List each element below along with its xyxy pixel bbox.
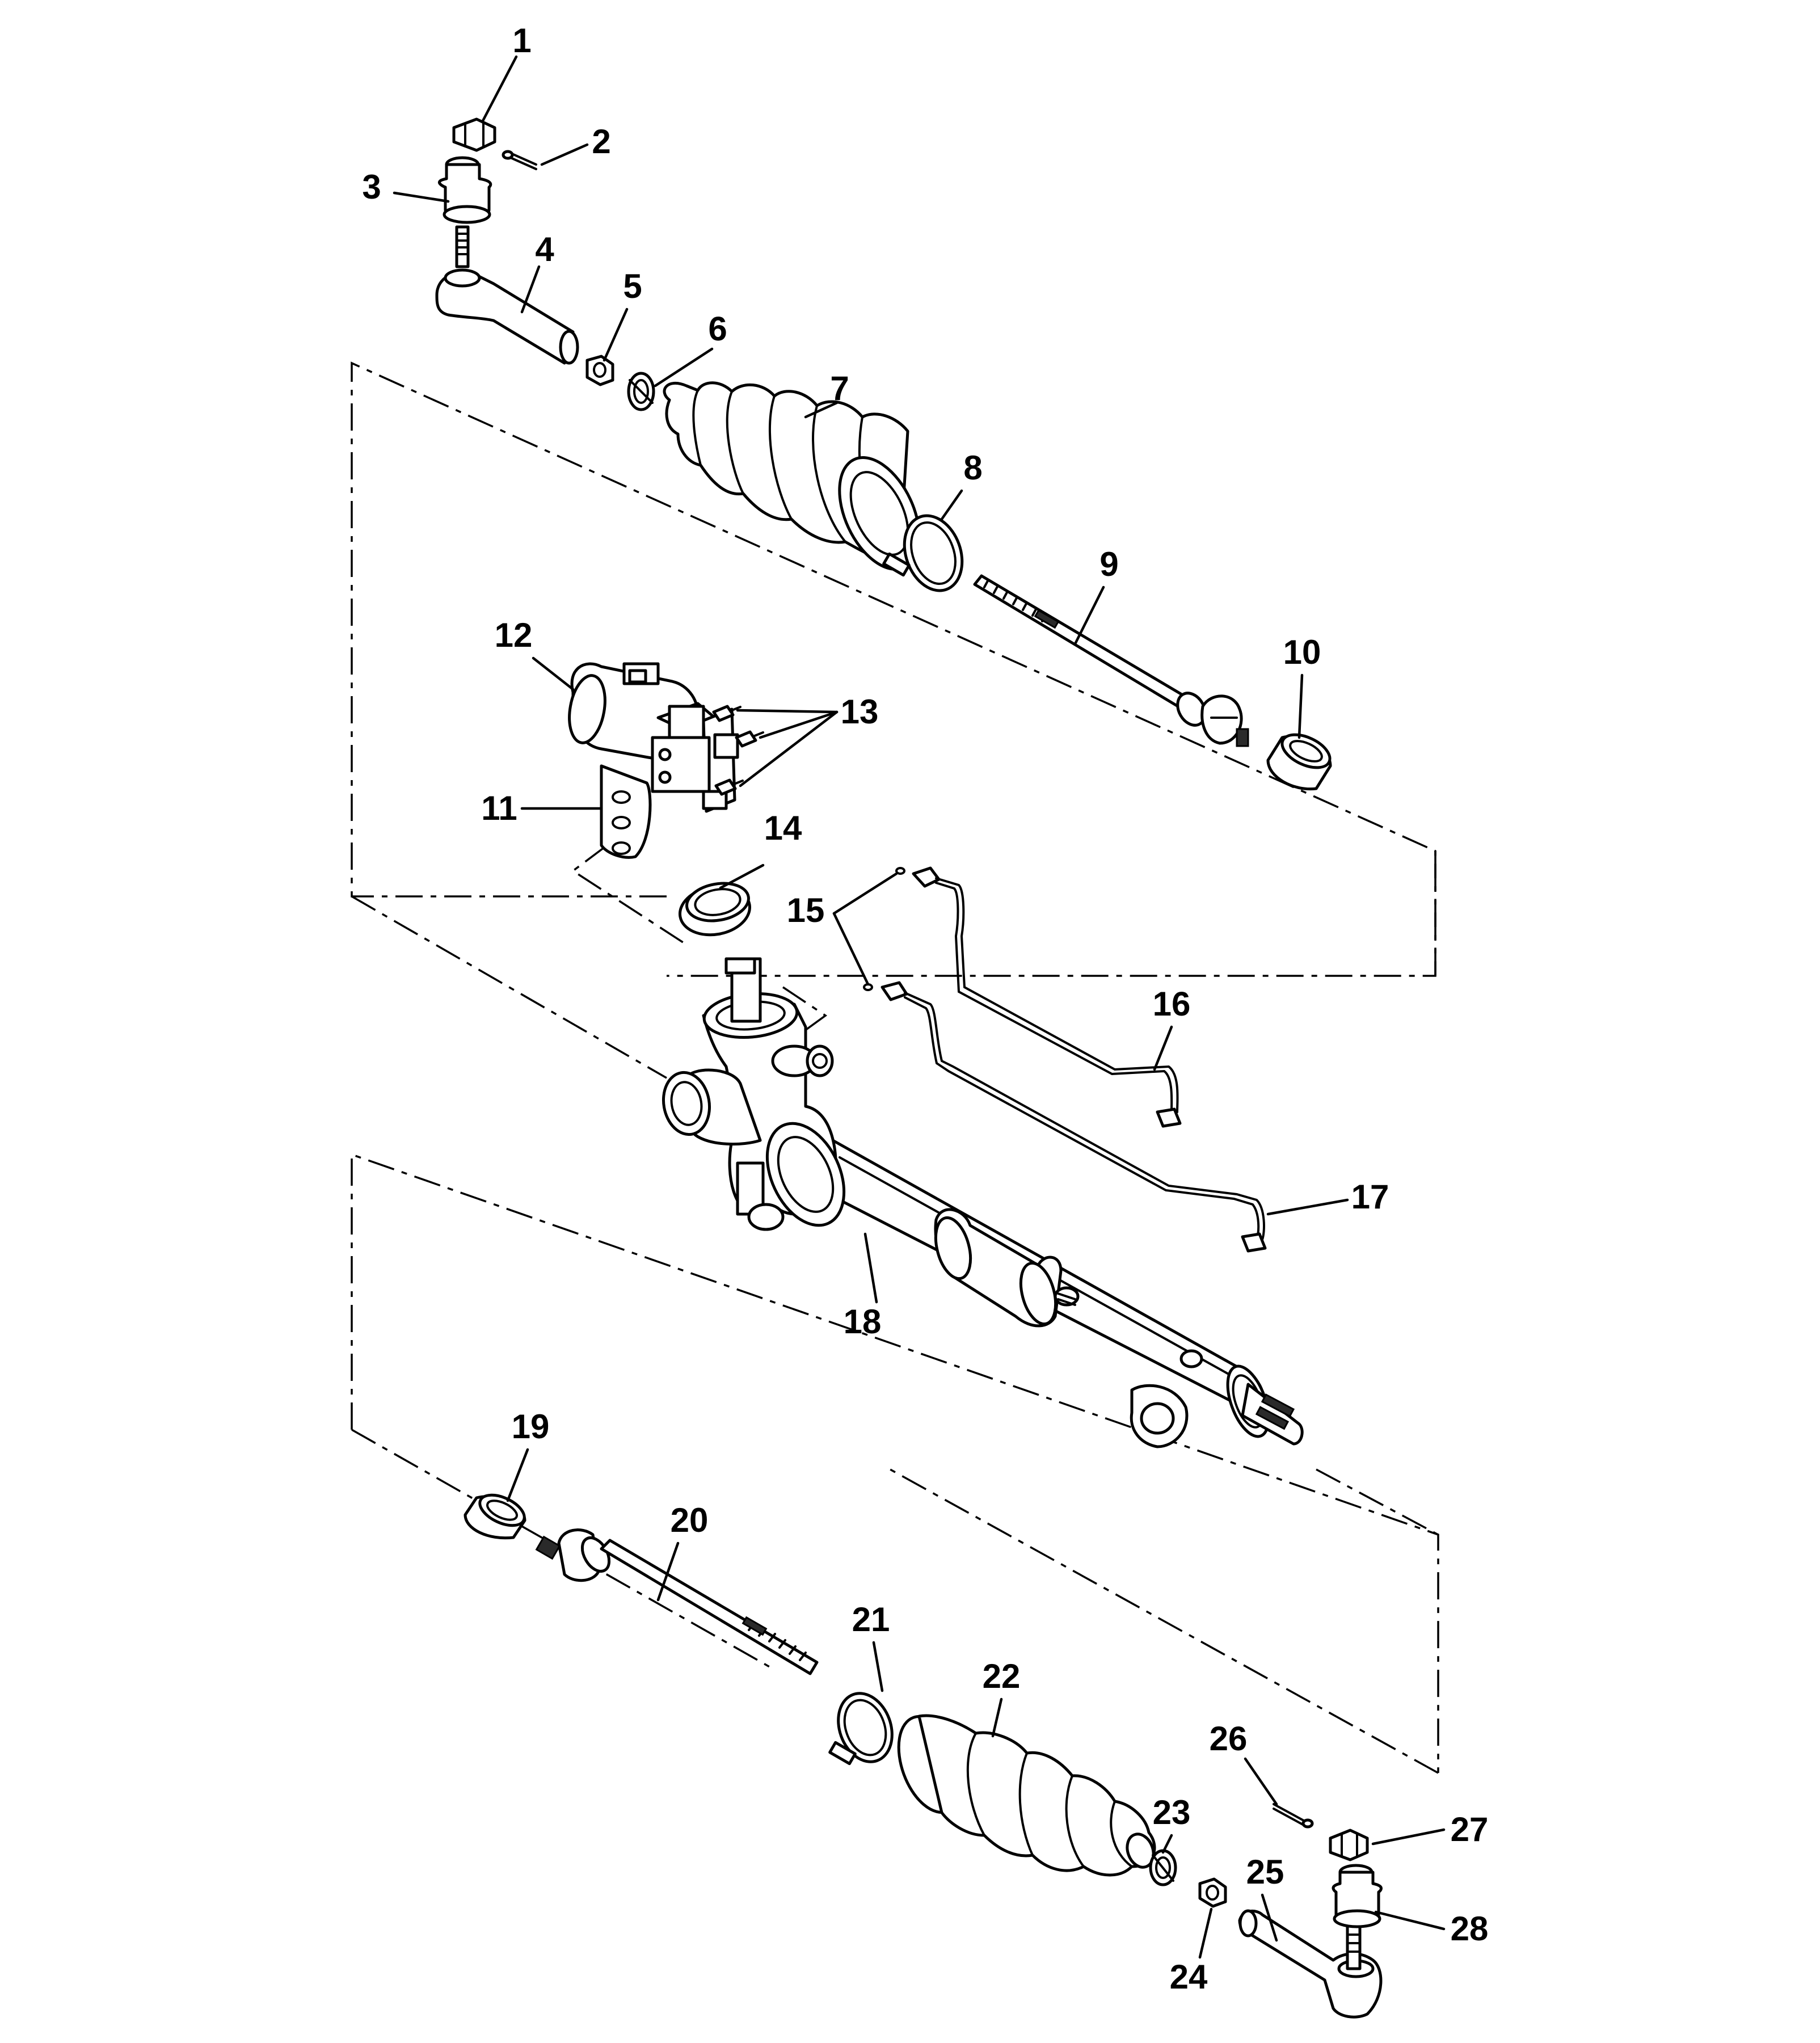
callout-6: 6 (708, 310, 727, 348)
tie-rod-end-4 (435, 225, 579, 365)
callout-21: 21 (852, 1600, 890, 1638)
callout-7: 7 (830, 369, 849, 407)
callout-3: 3 (362, 168, 381, 206)
o-rings-15 (863, 867, 905, 991)
callout-15: 15 (787, 891, 825, 929)
callout-20: 20 (671, 1501, 709, 1539)
callout-4: 4 (535, 230, 554, 268)
bushing-19 (464, 1493, 526, 1540)
ball-joint-boot-3 (438, 156, 492, 224)
callout-2: 2 (592, 123, 610, 161)
callout-26: 26 (1210, 1720, 1248, 1758)
callout-16: 16 (1153, 985, 1191, 1023)
callout-19: 19 (512, 1408, 550, 1446)
castle-nut-1 (452, 117, 496, 152)
callout-27: 27 (1451, 1810, 1489, 1848)
ball-joint-boot-28 (1332, 1864, 1383, 1928)
callout-18: 18 (844, 1303, 882, 1341)
callout-17: 17 (1351, 1178, 1389, 1216)
inner-tie-rod-20 (535, 1528, 819, 1675)
cotter-pin-2 (502, 150, 537, 170)
steering-gear-18 (662, 957, 1304, 1448)
jam-nut-24 (1198, 1877, 1227, 1908)
callout-14: 14 (764, 809, 802, 847)
callout-13: 13 (841, 693, 879, 731)
bolts-13 (712, 705, 764, 796)
callout-23: 23 (1153, 1793, 1191, 1831)
bellows-boot-22 (897, 1714, 1156, 1877)
lower-assembly-outline (351, 1153, 1439, 1774)
upper-assembly-outline (351, 361, 1436, 1079)
bushing-10 (1266, 733, 1332, 791)
bellows-boot-7 (663, 381, 921, 571)
callout-10: 10 (1283, 633, 1321, 671)
boot-clamp-21 (828, 1692, 894, 1766)
hydraulic-line-16 (912, 866, 1182, 1128)
callout-8: 8 (963, 449, 982, 487)
callout-25: 25 (1246, 1853, 1284, 1891)
callout-22: 22 (983, 1657, 1021, 1695)
jam-nut-5 (585, 355, 614, 386)
motor-mount-dashes (571, 844, 828, 1039)
leader-lines (393, 55, 1446, 1959)
callout-24: 24 (1170, 1958, 1208, 1996)
callout-labels: 1 2 3 4 5 6 7 8 9 10 11 12 13 14 15 16 1… (362, 22, 1488, 1996)
callout-5: 5 (623, 267, 642, 305)
boot-clamp-23 (1149, 1849, 1177, 1886)
boot-clamp-6 (627, 372, 655, 411)
hydraulic-line-17 (880, 981, 1267, 1253)
callout-11: 11 (481, 789, 517, 827)
cotter-pin-26 (1273, 1803, 1314, 1829)
callout-28: 28 (1451, 1910, 1489, 1948)
callout-12: 12 (495, 616, 533, 654)
boot-clamp-8 (882, 514, 964, 592)
seal-14 (679, 882, 751, 937)
inner-tie-rod-9 (973, 574, 1249, 747)
callout-9: 9 (1099, 545, 1118, 583)
castle-nut-27 (1329, 1829, 1369, 1861)
callout-1: 1 (512, 22, 531, 60)
